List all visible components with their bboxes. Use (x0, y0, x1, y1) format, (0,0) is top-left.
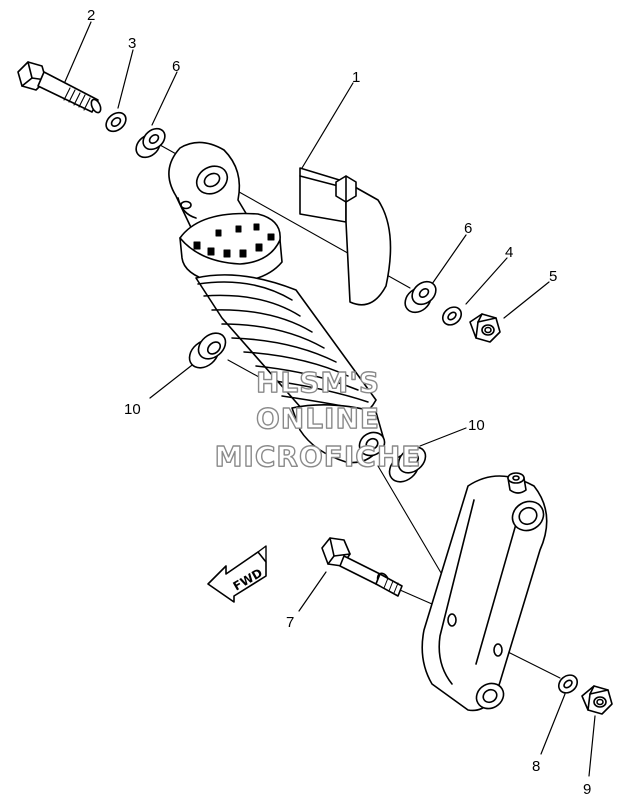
callout-6-right: 6 (464, 220, 472, 237)
leader-1 (301, 82, 354, 169)
leader-10a (149, 361, 197, 399)
axis-arm-to-washer (507, 651, 561, 679)
washer-part-3 (105, 111, 127, 133)
axis-bottom-left (227, 359, 269, 383)
callout-4: 4 (505, 244, 513, 261)
lower-mount (291, 404, 386, 464)
leader-6a (151, 71, 178, 126)
callout-7: 7 (286, 614, 294, 631)
callout-6-upper: 6 (172, 58, 180, 75)
leader-10b (419, 427, 467, 447)
nut-part-5 (469, 313, 501, 343)
leader-4 (465, 257, 508, 305)
leader-5 (503, 281, 550, 319)
nut-part-9 (581, 685, 613, 715)
collar-part-6-right (404, 280, 437, 314)
callout-8: 8 (532, 758, 540, 775)
shock-absorber-part-1 (168, 141, 392, 464)
watermark: HLSM'S ONLINE MICROFICHE (214, 365, 422, 473)
collar-part-10-left (188, 332, 227, 369)
leader-6b (431, 234, 467, 285)
leader-9 (588, 715, 596, 777)
preload-ring (179, 212, 283, 284)
callout-1: 1 (352, 69, 360, 86)
relay-arm (421, 472, 548, 712)
callout-10-left: 10 (124, 401, 141, 418)
leader-3 (117, 49, 134, 109)
callout-9: 9 (583, 781, 591, 798)
collar-part-6-upper (135, 127, 166, 159)
callout-numbers: 2 3 6 1 6 4 5 10 10 7 8 9 (87, 7, 591, 798)
callout-5: 5 (549, 268, 557, 285)
forward-arrow-icon: FWD (207, 545, 267, 603)
axis-bolt-7 (399, 589, 433, 605)
watermark-line-3: MICROFICHE (215, 440, 422, 473)
bolt-part-7 (321, 537, 403, 597)
leader-8 (540, 693, 566, 755)
coil-spring (195, 274, 377, 423)
washer-part-4 (441, 306, 463, 326)
leader-2 (63, 21, 92, 85)
leader-lines (63, 21, 596, 777)
callout-3: 3 (128, 35, 136, 52)
collar-part-10-right (388, 446, 427, 483)
washer-part-8 (557, 674, 579, 694)
callout-10-right: 10 (468, 417, 485, 434)
leader-7 (298, 571, 327, 612)
reservoir (299, 167, 392, 306)
watermark-line-2: ONLINE (256, 402, 380, 435)
bolt-part-2 (17, 61, 102, 114)
callout-2: 2 (87, 7, 95, 24)
watermark-line-1: HLSM'S (256, 366, 380, 399)
